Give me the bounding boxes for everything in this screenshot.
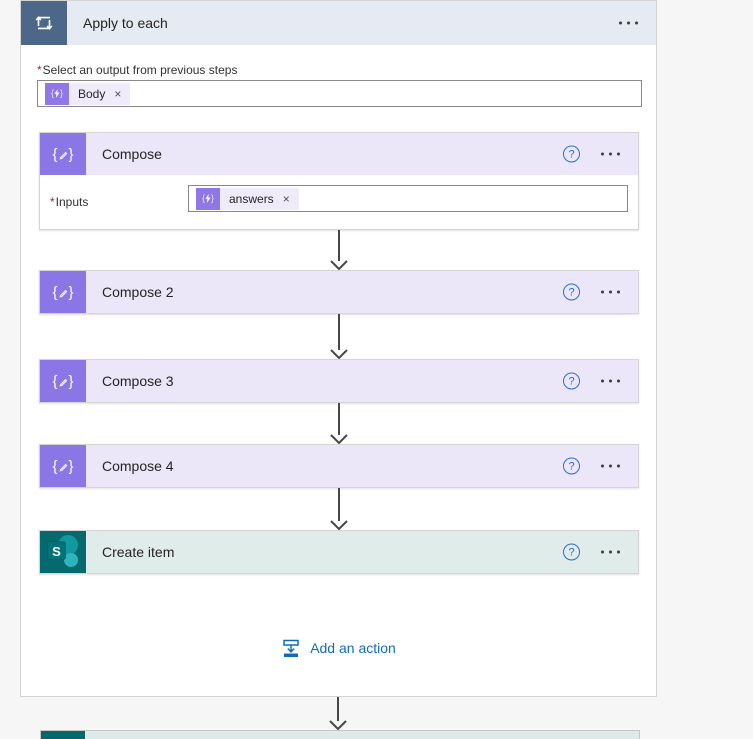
scope-more-options-icon[interactable] xyxy=(617,16,640,31)
dynamic-content-icon: { } xyxy=(196,187,220,210)
token-label: answers xyxy=(229,191,274,206)
action-card-compose: { } Compose ? *Inputs { } xyxy=(39,132,639,230)
connector-arrow xyxy=(326,403,352,444)
compose-action-icon: { } xyxy=(40,271,86,313)
action-card-compose-3: { } Compose 3 ? xyxy=(39,359,639,403)
connector-arrow xyxy=(326,230,352,270)
select-output-label: *Select an output from previous steps xyxy=(37,63,238,77)
sharepoint-letter: S xyxy=(52,544,61,559)
compose-4-card-header[interactable]: { } Compose 4 ? xyxy=(40,445,638,487)
more-options-icon[interactable] xyxy=(599,459,622,474)
compose-action-icon: { } xyxy=(40,133,86,175)
required-asterisk: * xyxy=(50,195,55,209)
apply-to-each-loop-icon xyxy=(21,1,67,45)
compose-3-card-header[interactable]: { } Compose 3 ? xyxy=(40,360,638,402)
more-options-icon[interactable] xyxy=(599,285,622,300)
insert-action-icon xyxy=(283,639,299,657)
create-item-card-header[interactable]: S Create item ? xyxy=(40,531,638,573)
connector-arrow xyxy=(326,488,352,530)
select-output-input[interactable]: { } Body × xyxy=(37,80,642,107)
compose-title: Compose xyxy=(102,146,162,162)
inputs-label: *Inputs xyxy=(50,195,89,209)
scope-title: Apply to each xyxy=(83,15,168,31)
compose-card-body: *Inputs { } answers × xyxy=(40,175,638,229)
compose-2-card-header[interactable]: { } Compose 2 ? xyxy=(40,271,638,313)
help-icon[interactable]: ? xyxy=(563,145,580,163)
token-remove-icon[interactable]: × xyxy=(282,191,290,206)
scope-header-bar[interactable]: Apply to each xyxy=(67,1,656,45)
create-item-title: Create item xyxy=(102,544,175,560)
apply-to-each-header[interactable]: Apply to each xyxy=(21,1,656,45)
sharepoint-icon: S xyxy=(40,531,86,573)
connector-arrow xyxy=(326,314,352,359)
more-options-icon[interactable] xyxy=(599,147,622,162)
connector-arrow xyxy=(325,697,351,730)
help-icon[interactable]: ? xyxy=(563,543,580,561)
help-icon[interactable]: ? xyxy=(563,283,580,301)
next-action-icon xyxy=(41,731,85,739)
dynamic-content-icon: { } xyxy=(45,82,69,105)
action-card-compose-2: { } Compose 2 ? xyxy=(39,270,639,314)
compose-4-title: Compose 4 xyxy=(102,458,174,474)
compose-card-header[interactable]: { } Compose ? xyxy=(40,133,638,175)
more-options-icon[interactable] xyxy=(599,545,622,560)
compose-2-title: Compose 2 xyxy=(102,284,174,300)
action-card-compose-4: { } Compose 4 ? xyxy=(39,444,639,488)
apply-to-each-scope: Apply to each *Select an output from pre… xyxy=(20,0,657,697)
token-label: Body xyxy=(78,86,106,101)
compose-inputs-input[interactable]: { } answers × xyxy=(188,185,628,212)
next-action-card-partial[interactable] xyxy=(40,730,640,739)
add-an-action-label: Add an action xyxy=(310,640,396,656)
help-icon[interactable]: ? xyxy=(563,372,580,390)
add-an-action-button[interactable]: Add an action xyxy=(21,638,656,658)
dynamic-token-body[interactable]: { } Body × xyxy=(45,82,131,105)
token-remove-icon[interactable]: × xyxy=(114,86,122,101)
action-card-create-item: S Create item ? xyxy=(39,530,639,574)
compose-3-title: Compose 3 xyxy=(102,373,174,389)
compose-action-icon: { } xyxy=(40,360,86,402)
dynamic-token-answers[interactable]: { } answers × xyxy=(196,187,299,210)
help-icon[interactable]: ? xyxy=(563,457,580,475)
compose-action-icon: { } xyxy=(40,445,86,487)
required-asterisk: * xyxy=(37,63,42,77)
more-options-icon[interactable] xyxy=(599,374,622,389)
